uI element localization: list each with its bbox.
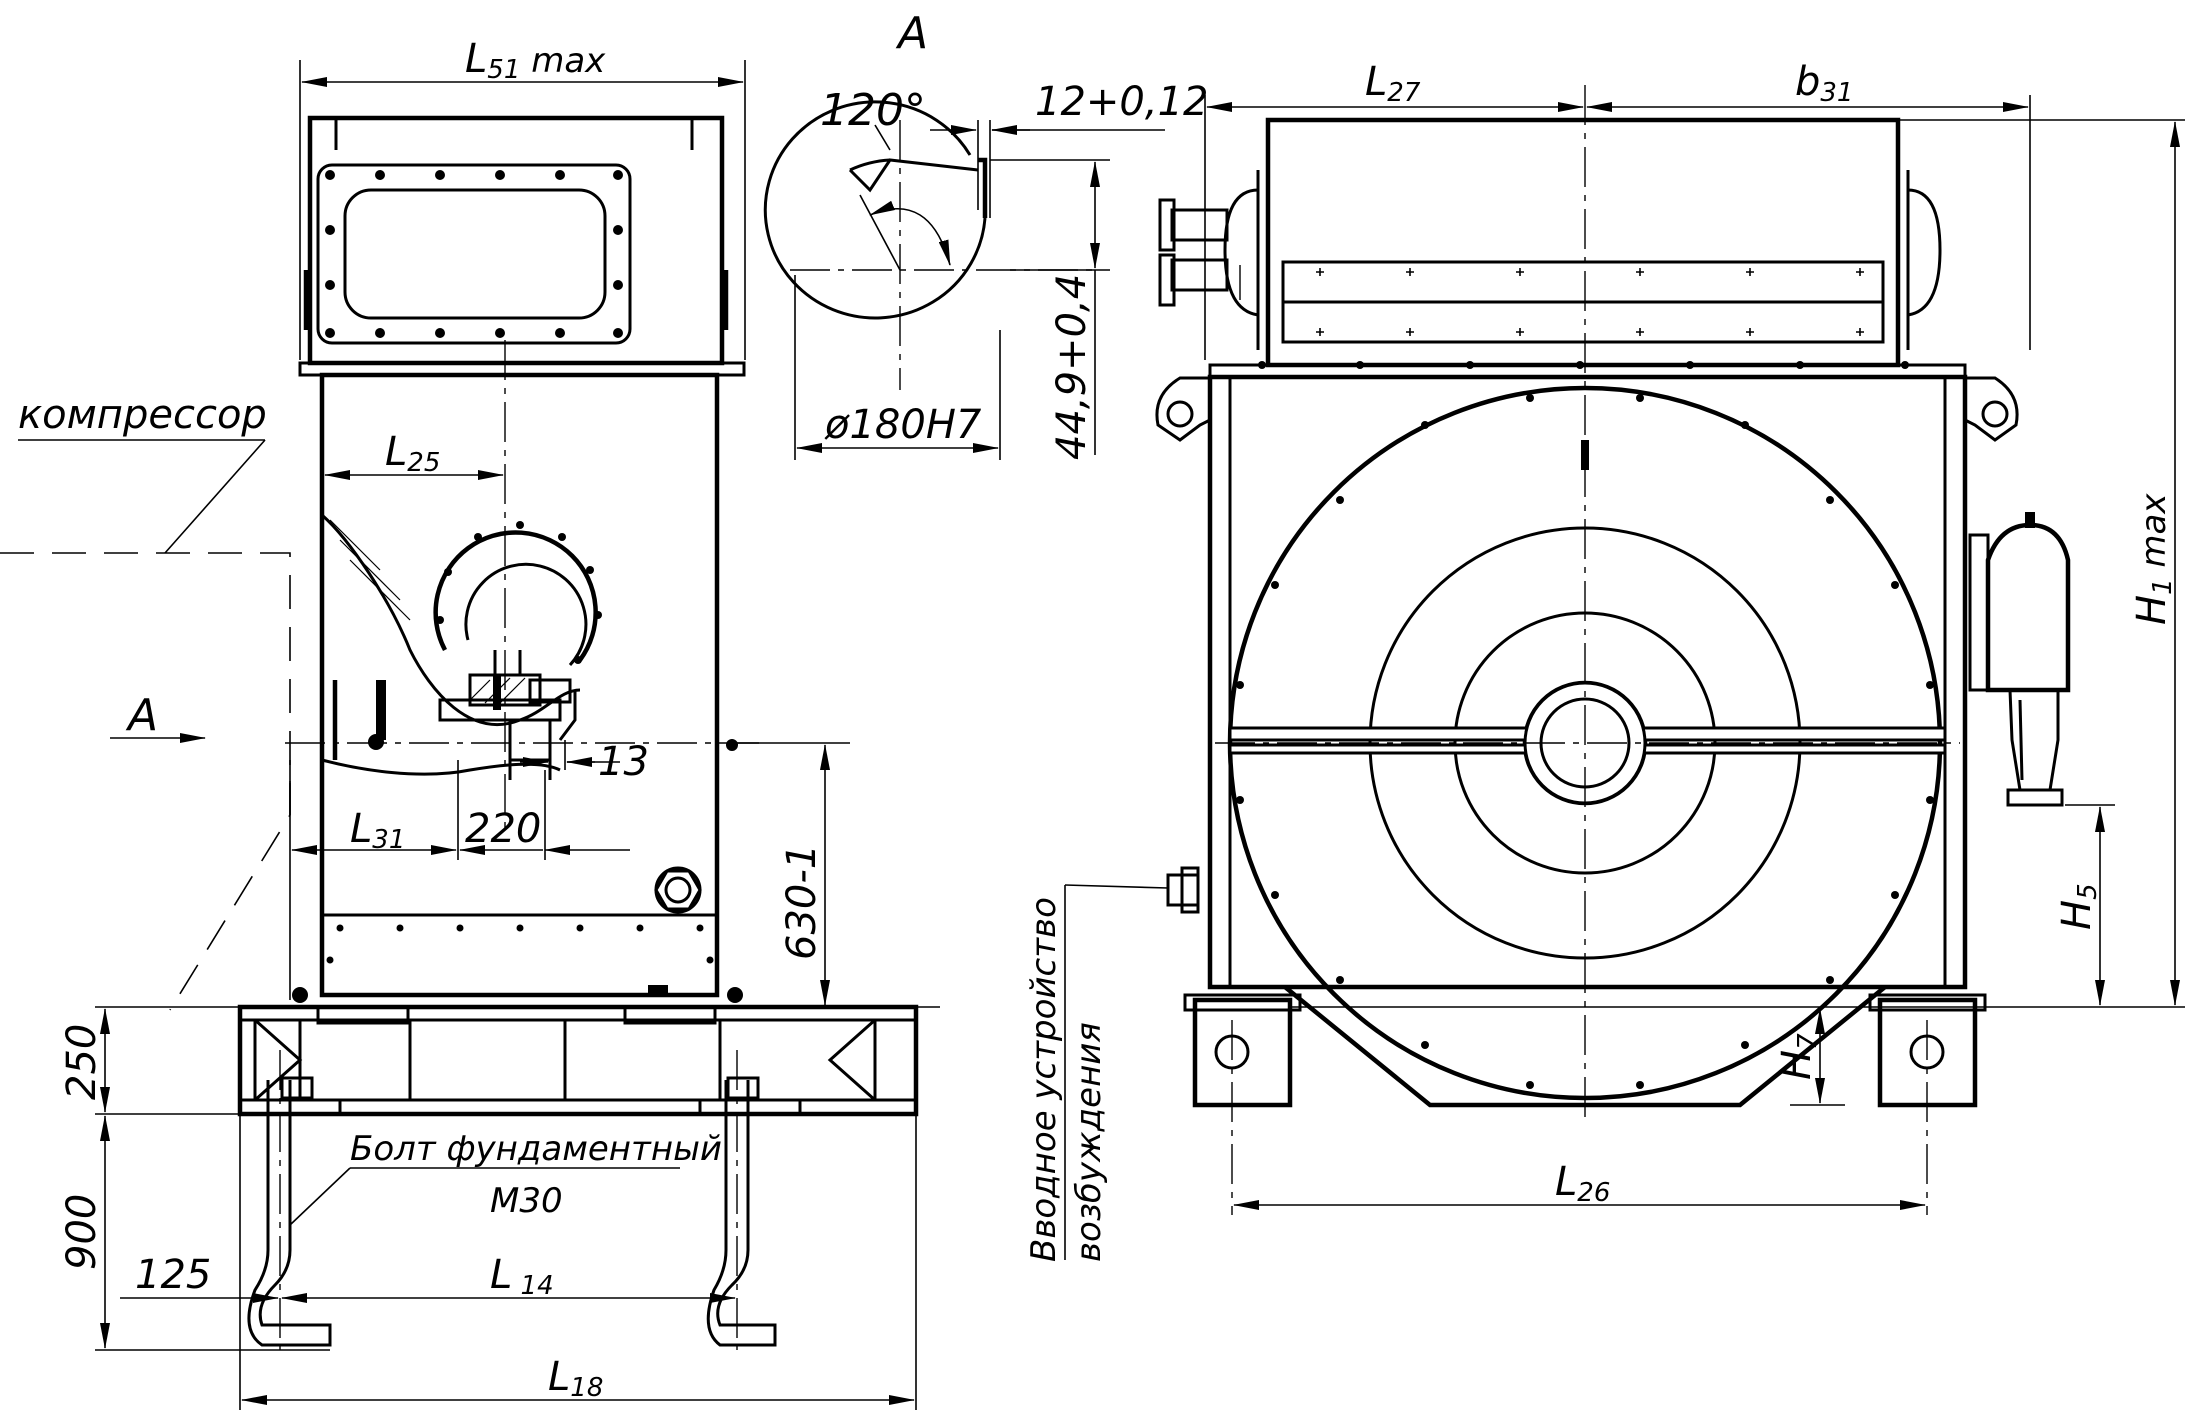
dim-L25-label: L25 xyxy=(385,429,440,478)
dim-H7-label: H7 xyxy=(1774,1033,1823,1080)
right-front-view xyxy=(1155,85,2071,1215)
dim-125-label: 125 xyxy=(135,1252,211,1298)
dim-L26-label: L26 xyxy=(1555,1159,1610,1208)
dim-L14-label: L 14 xyxy=(490,1252,554,1301)
compressor-label: компрессор xyxy=(18,392,267,438)
ring-bolts xyxy=(436,521,602,664)
dim-630-label: 630-1 xyxy=(779,844,825,960)
angle-label: 120° xyxy=(820,85,926,136)
left-view-dimensions: L51 max L25 A 13 L31 220 630-1 xyxy=(18,36,940,1410)
dim-L27-label: L27 xyxy=(1365,59,1421,108)
hatching xyxy=(329,519,411,621)
dim-b31-label: b31 xyxy=(1795,59,1853,108)
view-a-shaft-detail: A 120° 12+0,12 44,9+0,4 ø180H7 xyxy=(763,8,1208,460)
section-arrow-label: A xyxy=(125,690,158,741)
body-bolts xyxy=(326,924,714,964)
dim-220-label: 220 xyxy=(465,806,541,852)
dim-H5-label: H5 xyxy=(2054,883,2103,930)
key-depth-label: 44,9+0,4 xyxy=(1049,274,1095,460)
left-side-view xyxy=(0,115,919,1350)
dim-H1-label: H1 max xyxy=(2129,493,2178,625)
dim-L31-label: L31 xyxy=(350,806,405,855)
bore-diameter-label: ø180H7 xyxy=(824,402,982,448)
dim-250-label: 250 xyxy=(59,1024,105,1100)
dim-L51-label: L51 max xyxy=(465,36,606,85)
dim-13-label: 13 xyxy=(598,739,649,785)
dim-900-label: 900 xyxy=(59,1194,105,1270)
top-flange-bolts xyxy=(1258,361,1909,369)
foundation-bolt-size: М30 xyxy=(490,1181,563,1221)
cooler-crosses xyxy=(1316,268,1864,336)
dim-L18-label: L18 xyxy=(548,1354,603,1403)
exciter-inlet-label-2: возбуждения xyxy=(1069,1022,1109,1262)
key-width-label: 12+0,12 xyxy=(1035,79,1208,125)
exciter-inlet-label-1: Вводное устройство xyxy=(1024,897,1064,1262)
stator-bolts xyxy=(1236,394,1934,1089)
view-a-label: A xyxy=(895,8,928,59)
foundation-bolt-label: Болт фундаментный xyxy=(350,1129,722,1169)
right-view-dimensions: L27 b31 H1 max H5 H7 L26 Вводное устройс… xyxy=(1024,59,2185,1262)
window-bolts xyxy=(325,170,623,338)
